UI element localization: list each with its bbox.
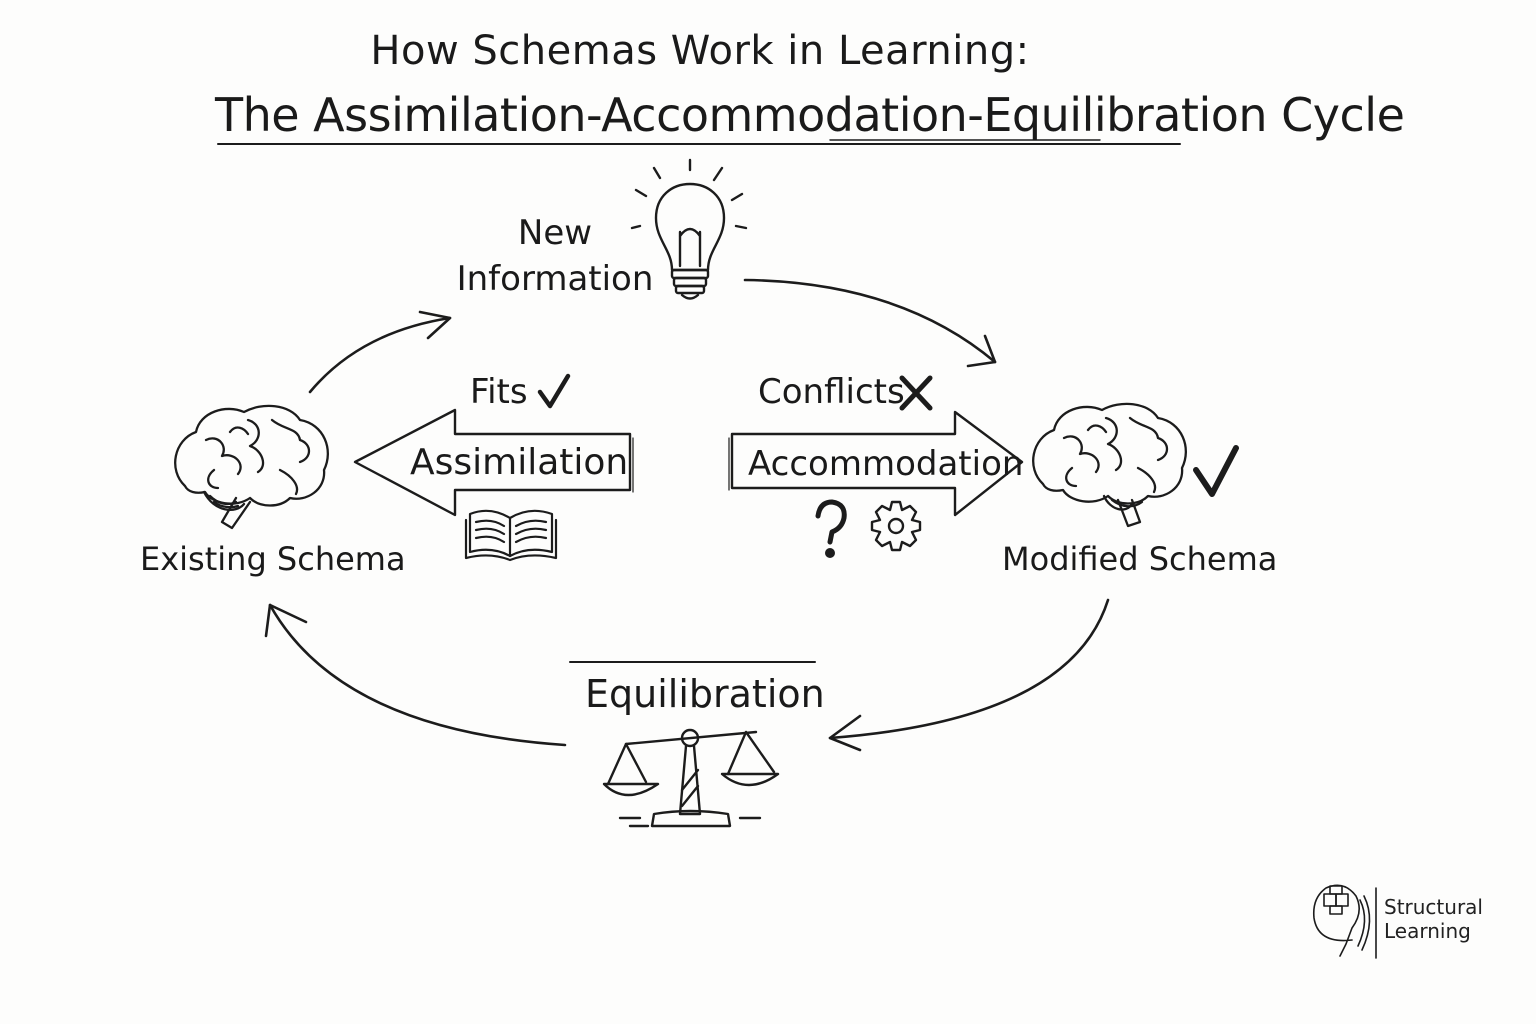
checkmark-icon-modified [1196, 448, 1236, 494]
arrow-modified-to-equilibration [830, 600, 1108, 750]
fits-label: Fits [470, 372, 528, 412]
logo-line-1: Structural [1384, 895, 1483, 919]
node-modified-schema: Modified Schema [1002, 540, 1278, 578]
logo-text: Structural Learning [1384, 895, 1483, 943]
lightbulb-icon [632, 160, 746, 299]
node-new-line-2: Information [456, 259, 654, 299]
accommodation-label: Accommodation [748, 444, 1024, 484]
logo-head-icon [1314, 885, 1376, 958]
logo-line-2: Learning [1384, 919, 1471, 943]
node-new-line-1: New [517, 213, 593, 253]
node-existing-schema: Existing Schema [140, 540, 406, 578]
assimilation-arrow-shape [355, 410, 630, 515]
title-line-2: The Assimilation-Accommodation-Equilibra… [215, 88, 1405, 142]
node-new-information: New Information [430, 210, 680, 302]
cross-icon [902, 378, 930, 408]
title-line-1: How Schemas Work in Learning: [370, 28, 1030, 74]
balance-scale-icon [604, 730, 778, 826]
assimilation-label: Assimilation [410, 442, 629, 483]
accommodation-arrow-shape [732, 412, 1022, 515]
brain-icon-modified [1033, 404, 1186, 526]
brain-icon-existing [175, 406, 328, 528]
open-book-icon [466, 511, 556, 560]
gear-icon [872, 502, 920, 550]
question-mark-icon [818, 502, 844, 556]
arrow-equilibration-to-existing [266, 605, 565, 745]
arrow-new-to-modified [745, 280, 995, 366]
conflicts-label: Conflicts [758, 372, 905, 412]
arrow-existing-to-new [310, 312, 450, 392]
checkmark-icon-fits [540, 376, 568, 406]
title-underline [218, 140, 1180, 144]
equilibration-label: Equilibration [585, 672, 825, 716]
